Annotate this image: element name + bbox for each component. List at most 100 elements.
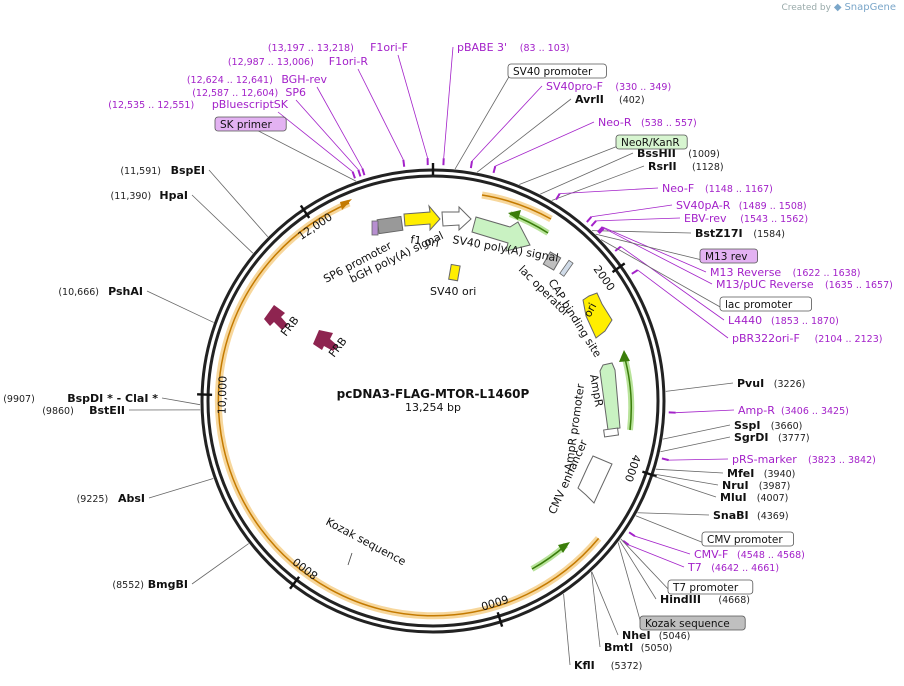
cmv-enhancer-arrow bbox=[577, 455, 613, 504]
lac-operator-box bbox=[559, 259, 574, 277]
enzyme-position: (11,390) bbox=[111, 191, 152, 202]
neor-arc bbox=[481, 194, 552, 220]
sv40-polya-arrow bbox=[471, 216, 531, 252]
enzyme-site[interactable]: SnaBI (4369) bbox=[637, 509, 789, 522]
enzyme-site[interactable]: BssHII (1009) bbox=[540, 147, 720, 195]
primer-site[interactable]: M13 Reverse(1622 .. 1638) bbox=[597, 226, 861, 279]
primer-site[interactable]: Amp-R(3406 .. 3425) bbox=[668, 404, 849, 417]
enzyme-position: (1584) bbox=[753, 229, 785, 240]
primer-position: (12,987 .. 13,006) bbox=[228, 57, 314, 68]
enzyme-site[interactable]: SspI(3660) bbox=[662, 419, 803, 440]
feature-leader bbox=[252, 127, 357, 182]
primer-site[interactable]: Neo-R(538 .. 557) bbox=[492, 116, 697, 174]
enzyme-name: HpaI bbox=[159, 189, 188, 202]
feature-box-label: Kozak sequence bbox=[645, 618, 730, 630]
enzyme-name: AbsI bbox=[118, 492, 145, 505]
enzyme-name: PvuI bbox=[737, 377, 764, 390]
primer-site[interactable]: SV40pA-R(1489 .. 1508) bbox=[586, 199, 807, 223]
primer-site[interactable]: pBR322ori-F(2104 .. 2123) bbox=[631, 269, 883, 345]
tick-mark bbox=[289, 576, 301, 590]
enzyme-site[interactable]: PvuI(3226) bbox=[665, 377, 806, 392]
primer-leader bbox=[397, 54, 428, 159]
enzyme-name: SnaBI bbox=[713, 509, 749, 522]
feature-box[interactable]: T7 promoter bbox=[620, 538, 754, 595]
enzyme-site[interactable]: NheI(5046) bbox=[591, 571, 691, 642]
enzyme-site[interactable]: MluI(4007) bbox=[653, 475, 789, 504]
enzyme-name: NheI bbox=[622, 629, 651, 642]
enzyme-site[interactable]: BspDI * - ClaI *(9907) bbox=[3, 392, 201, 406]
enzyme-leader bbox=[161, 397, 201, 406]
primer-name: L4440 bbox=[728, 314, 762, 327]
enzyme-name: BmgBI bbox=[148, 578, 188, 591]
primer-site[interactable]: pBABE 3'(83 .. 103) bbox=[442, 41, 570, 166]
mtor-orf-arc bbox=[217, 202, 600, 617]
primer-site[interactable]: EBV-rev(1543 .. 1562) bbox=[590, 212, 808, 227]
primer-marker bbox=[590, 220, 597, 227]
primer-site[interactable]: Neo-F(1148 .. 1167) bbox=[555, 182, 773, 201]
enzyme-site[interactable]: HindIII(4668) bbox=[619, 540, 750, 606]
primer-position: (1635 .. 1657) bbox=[825, 280, 893, 291]
enzyme-name: BssHII bbox=[637, 147, 676, 160]
enzyme-site[interactable]: SgrDI(3777) bbox=[660, 431, 810, 453]
primer-position: (1543 .. 1562) bbox=[740, 214, 808, 225]
feature-box[interactable]: lac promoter bbox=[600, 239, 812, 312]
feature-leader bbox=[454, 74, 511, 170]
enzyme-site[interactable]: PshAI(10,666) bbox=[58, 285, 214, 323]
flag-green-arrowhead bbox=[558, 542, 570, 553]
enzyme-site[interactable]: BmgBI(8552) bbox=[112, 543, 249, 591]
primer-marker bbox=[631, 269, 639, 275]
enzyme-site[interactable]: KflI(5372) bbox=[563, 593, 643, 672]
primer-marker bbox=[402, 159, 406, 167]
primer-marker bbox=[351, 171, 356, 179]
feature-box[interactable]: M13 rev bbox=[595, 233, 758, 264]
feature-box[interactable]: SK primer bbox=[214, 116, 357, 182]
primer-position: (2104 .. 2123) bbox=[815, 334, 883, 345]
enzyme-site[interactable]: HpaI (11,390) bbox=[111, 189, 254, 254]
feature-box[interactable]: SV40 promoter bbox=[454, 63, 607, 170]
backbone-inner-ring bbox=[206, 174, 660, 628]
enzyme-site[interactable]: BstZ17I(1584) bbox=[591, 227, 785, 240]
enzyme-position: (3660) bbox=[771, 421, 803, 432]
primer-site[interactable]: M13/pUC Reverse(1635 .. 1657) bbox=[598, 227, 893, 291]
primer-site[interactable]: SP6(12,587 .. 12,604) bbox=[192, 86, 362, 177]
enzyme-name: AvrII bbox=[575, 93, 604, 106]
primer-site[interactable]: pRS-marker(3823 .. 3842) bbox=[661, 453, 876, 466]
enzyme-site[interactable]: BspEI(11,591) bbox=[120, 164, 269, 237]
feature-box[interactable]: Kozak sequence bbox=[617, 542, 746, 631]
enzyme-site[interactable]: RsrII(1128) bbox=[551, 160, 724, 201]
enzyme-site[interactable]: AvrII(402) bbox=[476, 93, 645, 173]
enzyme-leader bbox=[146, 290, 214, 323]
primer-name: CMV-F bbox=[694, 548, 728, 561]
primer-site[interactable]: SV40pro-F(330 .. 349) bbox=[469, 80, 671, 169]
primer-position: (3406 .. 3425) bbox=[781, 406, 849, 417]
primer-site[interactable]: pBluescriptSK(12,535 .. 12,551) bbox=[108, 98, 356, 179]
primer-site[interactable]: T7(4642 .. 4661) bbox=[622, 540, 779, 574]
tick-label: 10,000 bbox=[216, 376, 230, 415]
feature-leader bbox=[600, 239, 723, 309]
enzyme-name: RsrII bbox=[648, 160, 677, 173]
primer-leader bbox=[471, 85, 543, 162]
enzyme-site[interactable]: BstEII(9860) bbox=[42, 404, 201, 417]
primer-site[interactable]: CMV-F(4548 .. 4568) bbox=[628, 531, 805, 561]
primer-site[interactable]: F1ori-R(12,987 .. 13,006) bbox=[228, 55, 406, 167]
enzyme-site[interactable]: MfeI(3940) bbox=[655, 467, 796, 480]
feature-box[interactable]: NeoR/KanR bbox=[519, 134, 688, 185]
enzyme-position: (1009) bbox=[688, 149, 720, 160]
plasmid-size: 13,254 bp bbox=[405, 401, 461, 414]
primer-leader bbox=[357, 68, 404, 160]
primer-site[interactable]: F1ori-F(13,197 .. 13,218) bbox=[268, 41, 429, 166]
enzyme-position: (4369) bbox=[757, 511, 789, 522]
enzyme-name: BspEI bbox=[171, 164, 205, 177]
primer-site[interactable]: BGH-rev(12,624 .. 12,641) bbox=[187, 73, 366, 176]
enzyme-site[interactable]: AbsI(9225) bbox=[77, 478, 214, 505]
enzyme-site[interactable]: BmtI(5050) bbox=[591, 571, 672, 654]
primer-marker bbox=[628, 531, 636, 538]
primer-marker bbox=[361, 168, 366, 176]
enzyme-site[interactable]: NruI(3987) bbox=[654, 473, 790, 492]
primer-marker bbox=[597, 226, 604, 233]
ampr-green-arrowhead bbox=[619, 350, 630, 362]
label-sv40-ori: SV40 ori bbox=[430, 285, 476, 298]
feature-box[interactable]: CMV promoter bbox=[635, 515, 794, 547]
enzyme-name: MfeI bbox=[727, 467, 754, 480]
primer-name: pBluescriptSK bbox=[212, 98, 289, 111]
